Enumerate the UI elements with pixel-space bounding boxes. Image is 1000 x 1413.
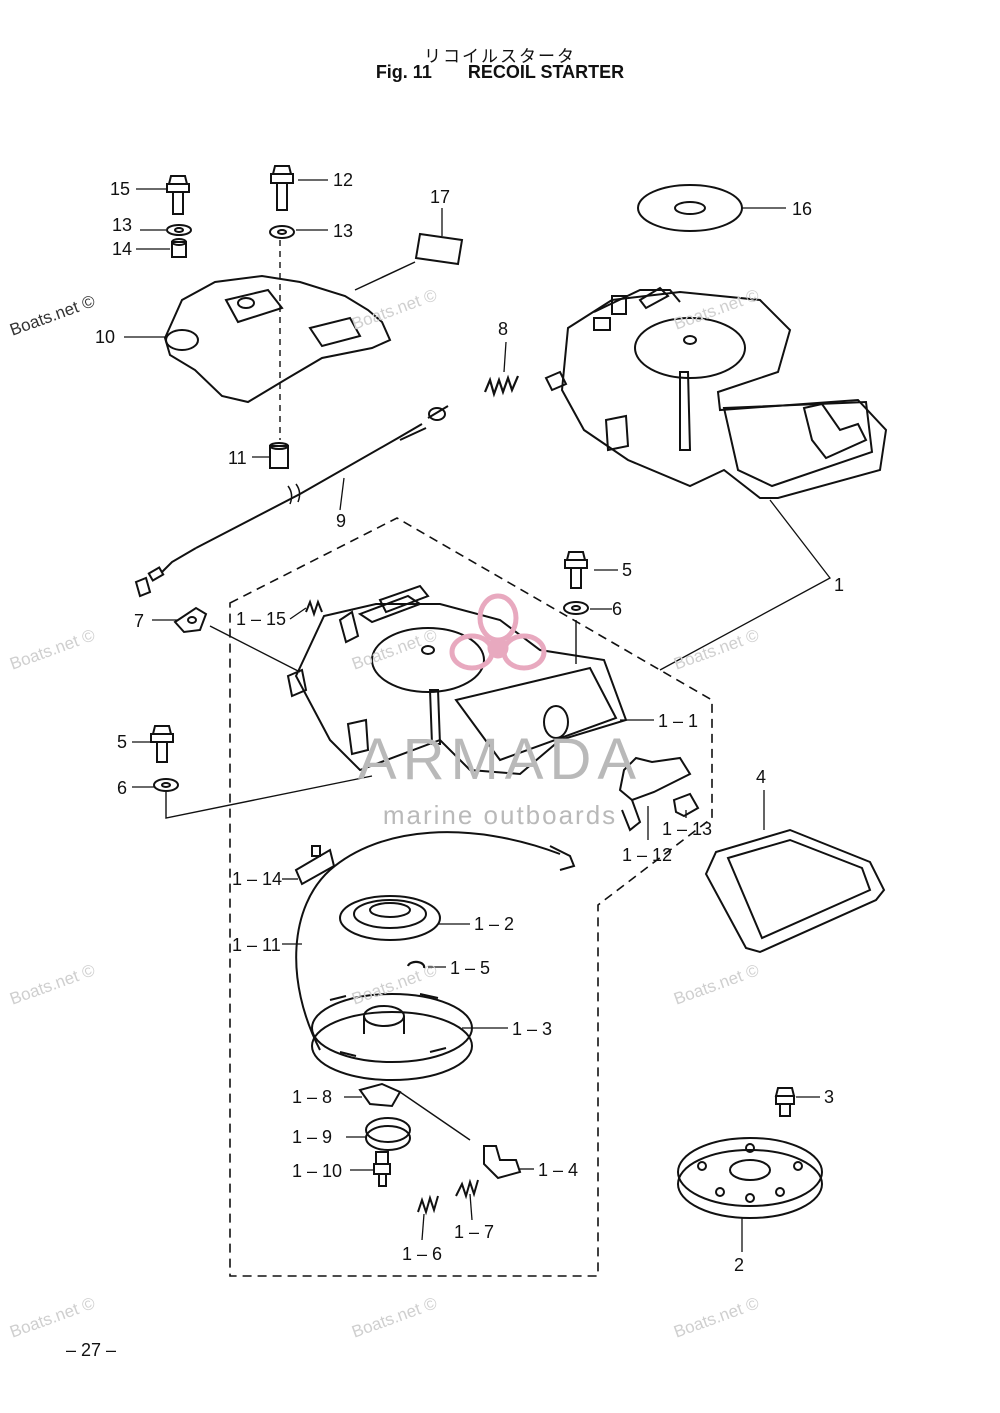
- bolt-12: [270, 165, 294, 211]
- collar-14: [171, 238, 187, 258]
- callout-17: 17: [430, 187, 451, 207]
- callout-1-11: 1 – 11: [232, 935, 281, 955]
- callout-9: 9: [336, 511, 347, 531]
- callout-1-1: 1 – 1: [658, 711, 699, 731]
- callout-15: 15: [110, 179, 131, 199]
- spring-1-15: [305, 599, 323, 618]
- bolt-1-10: [373, 1151, 391, 1187]
- washer-13-right: [269, 225, 295, 239]
- bolt-3: [774, 1087, 796, 1117]
- cable-9: [134, 405, 449, 598]
- callout-13-left: 13: [112, 215, 133, 235]
- clip-7: [173, 606, 208, 634]
- recoil-starter-assembly-1: [544, 286, 888, 499]
- callout-8: 8: [498, 319, 509, 339]
- disc-16: [637, 184, 743, 232]
- pulley-1-3: [311, 993, 473, 1081]
- plate-1-9: [365, 1117, 411, 1151]
- callout-13-right: 13: [333, 221, 354, 241]
- washer-6-lower: [153, 778, 179, 792]
- figure-title-japanese: リコイルスタータ: [424, 47, 576, 66]
- callout-1-3: 1 – 3: [512, 1019, 553, 1039]
- callout-14: 14: [112, 239, 133, 259]
- callout-1-12: 1 – 12: [622, 845, 673, 865]
- callout-16: 16: [792, 199, 813, 219]
- callout-1-4: 1 – 4: [538, 1160, 579, 1180]
- callout-1-5: 1 – 5: [450, 958, 491, 978]
- callout-1-6: 1 – 6: [402, 1244, 443, 1264]
- callout-7: 7: [134, 611, 145, 631]
- bolt-15: [166, 175, 190, 215]
- callout-5-lower: 5: [117, 732, 128, 752]
- e-ring-1-5: [406, 960, 426, 969]
- gasket-4: [704, 828, 886, 954]
- handle-1-12: [618, 756, 692, 832]
- callout-2: 2: [734, 1255, 745, 1275]
- callout-10: 10: [95, 327, 116, 347]
- spring-1-7: [455, 1178, 479, 1200]
- washer-6-upper: [563, 601, 589, 615]
- armada-logo-icon: [449, 593, 547, 671]
- figure-title-english: RECOIL STARTER: [467, 62, 625, 82]
- callout-11: 11: [228, 448, 247, 468]
- subassembly-boundary: [229, 517, 713, 1277]
- washer-13-left: [166, 224, 192, 236]
- cover-plate-2: [677, 1137, 823, 1219]
- callout-1-2: 1 – 2: [474, 914, 515, 934]
- callout-1-10: 1 – 10: [292, 1161, 343, 1181]
- clip-1-13: [672, 792, 700, 818]
- callout-1-9: 1 – 9: [292, 1127, 333, 1147]
- spiral-spring-1-2: [339, 895, 441, 941]
- callout-1-14: 1 – 14: [232, 869, 283, 889]
- brand-watermark-name: ARMADA: [357, 727, 643, 792]
- callout-6-upper: 6: [612, 599, 623, 619]
- bolt-5-lower: [150, 725, 174, 763]
- brand-watermark-tagline: marine outboards: [382, 800, 618, 830]
- callout-6-lower: 6: [117, 778, 128, 798]
- figure-title: Fig. 11 RECOIL STARTER: [0, 62, 1000, 83]
- spring-1-6: [417, 1194, 439, 1216]
- callout-3: 3: [824, 1087, 835, 1107]
- callout-12: 12: [333, 170, 354, 190]
- callout-1-7: 1 – 7: [454, 1222, 495, 1242]
- rope-1-11: [295, 831, 561, 1051]
- figure-number: Fig. 11: [375, 62, 432, 82]
- bolt-5-upper: [564, 551, 588, 589]
- collar-11: [269, 442, 289, 469]
- callout-5-upper: 5: [622, 560, 633, 580]
- callout-1-8: 1 – 8: [292, 1087, 333, 1107]
- page-number: – 27 –: [66, 1340, 117, 1360]
- callout-1: 1: [834, 575, 845, 595]
- cover-10: [163, 274, 392, 404]
- callout-4: 4: [756, 767, 767, 787]
- label-17: [414, 232, 464, 266]
- callout-1-15: 1 – 15: [236, 609, 287, 629]
- spring-8: [483, 374, 520, 398]
- ratchet-1-8: [358, 1082, 402, 1108]
- callout-1-13: 1 – 13: [662, 819, 713, 839]
- lever-1-4: [483, 1145, 522, 1180]
